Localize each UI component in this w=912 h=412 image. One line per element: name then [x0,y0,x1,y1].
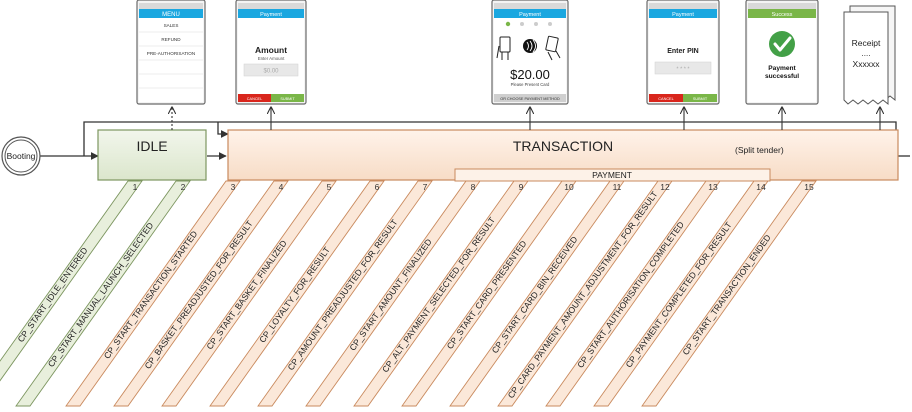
pin-submit-button[interactable] [683,94,717,102]
pin-input[interactable] [654,61,712,75]
event-number-1: 1 [133,182,138,192]
amount-submit-button[interactable] [271,94,304,102]
menu-title: MENU [162,12,180,18]
present-title: Payment [519,12,541,18]
event-number-13: 13 [708,182,718,192]
event-ribbons: CP_START_IDLE_ENTEREDCP_START_MANUAL_LAU… [0,180,817,407]
amount-submit-label: SUBMIT [280,97,295,101]
progress-dots [505,21,552,27]
present-amount: $20.00 [510,67,550,82]
event-label-15: CP_START_TRANSACTION_ENDED [680,233,772,357]
success-title: Success [772,12,793,18]
event-ribbon-10 [401,180,577,407]
event-number-2: 2 [181,182,186,192]
check-icon [769,31,795,57]
event-ribbon-3 [65,180,241,407]
event-number-10: 10 [564,182,574,192]
idle-label: IDLE [136,138,167,154]
payment-state: PAYMENT [454,168,771,182]
event-ribbon-13 [545,180,721,407]
event-ribbon-9 [353,180,529,407]
booting-state: Booting [1,136,41,176]
menu-item-refund[interactable]: REFUND [161,37,181,42]
event-number-4: 4 [279,182,284,192]
event-label-13: CP_START_AUTHORISATION_COMPLETED [575,220,686,370]
success-line1: Payment [768,65,796,72]
menu-item-sales[interactable]: SALES [164,23,179,28]
event-label-10: CP_START_CARD_PRESENTED [445,239,529,351]
event-ribbon-8 [305,180,481,407]
event-label-14: CP_PAYMENT_COMPLETED_FOR_RESULT [623,219,734,369]
phone-pin: Payment Enter PIN * * * * CANCEL SUBMIT [646,0,720,105]
loop-into-transaction-line [217,122,229,138]
phone-menu: MENU SALES REFUND PRE-AUTHORISATION [136,0,206,105]
event-ribbon-6 [209,180,385,407]
event-ribbon-12 [497,180,673,407]
booting-label: Booting [7,151,36,161]
amount-sub: Enter Amount [258,56,285,61]
event-number-7: 7 [423,182,428,192]
amount-heading: Amount [255,45,287,55]
receipt-line1: Receipt [852,38,881,48]
phone-amount: Payment Amount Enter Amount $0.00 CANCEL… [235,0,307,105]
event-label-8: CP_START_AMOUNT_FINALIZED [347,237,433,353]
event-number-5: 5 [327,182,332,192]
event-number-15: 15 [804,182,814,192]
tap-card-icon [545,35,561,61]
pin-cancel-button[interactable] [649,94,683,102]
amount-title: Payment [260,12,282,18]
event-label-11: CP_START_CARD_BIN_RECEIVED [490,234,580,355]
amount-input[interactable] [243,63,299,77]
amount-input-value: $0.00 [263,69,279,75]
idle-state: IDLE [97,129,207,181]
pin-submit-label: SUBMIT [693,97,708,101]
transaction-label: TRANSACTION [513,138,613,154]
choose-payment-method-label: OR CHOOSE PAYMENT METHOD [500,97,560,101]
present-sub: Please Present Card [511,82,550,87]
event-number-6: 6 [375,182,380,192]
contactless-icon [523,39,537,53]
pin-heading: Enter PIN [667,48,699,55]
event-ribbon-14 [593,180,769,407]
insert-card-icon [496,36,511,60]
receipt: Receipt .... Xxxxxx [843,5,896,106]
event-ribbon-5 [161,180,337,407]
screen-arrows [172,108,880,130]
amount-cancel-label: CANCEL [247,97,262,101]
event-number-12: 12 [660,182,670,192]
event-label-5: CP_START_BASKET_FINALIZED [204,238,288,351]
event-number-9: 9 [519,182,524,192]
receipt-line2: .... [862,49,871,58]
event-label-3: CP_START_TRANSACTION_STARTED [102,229,200,361]
event-ribbon-15 [641,180,817,407]
pin-cancel-label: CANCEL [658,97,673,101]
receipt-line3: Xxxxxx [853,59,881,69]
event-ribbon-11 [449,180,625,407]
split-tender-label: (Split tender) [735,145,784,155]
phone-present-card: Payment $20.00 Please Present Card OR CH… [491,0,569,105]
success-line2: successful [765,73,799,80]
event-number-14: 14 [756,182,766,192]
pin-input-value: * * * * [676,67,690,73]
choose-payment-method-button[interactable] [494,94,566,102]
phone-success: Success Payment successful [745,0,819,105]
event-number-8: 8 [471,182,476,192]
event-number-11: 11 [613,182,622,192]
payment-label: PAYMENT [592,170,632,180]
event-number-3: 3 [231,182,236,192]
event-ribbon-1 [0,180,143,382]
menu-item-preauth[interactable]: PRE-AUTHORISATION [147,51,195,56]
pin-title: Payment [672,12,694,18]
event-ribbon-2 [15,180,191,407]
amount-cancel-button[interactable] [238,94,271,102]
event-label-2: CP_START_MANUAL_LAUNCH_SELECTED [46,221,156,369]
event-ribbon-7 [257,180,433,407]
event-ribbon-4 [113,180,289,407]
